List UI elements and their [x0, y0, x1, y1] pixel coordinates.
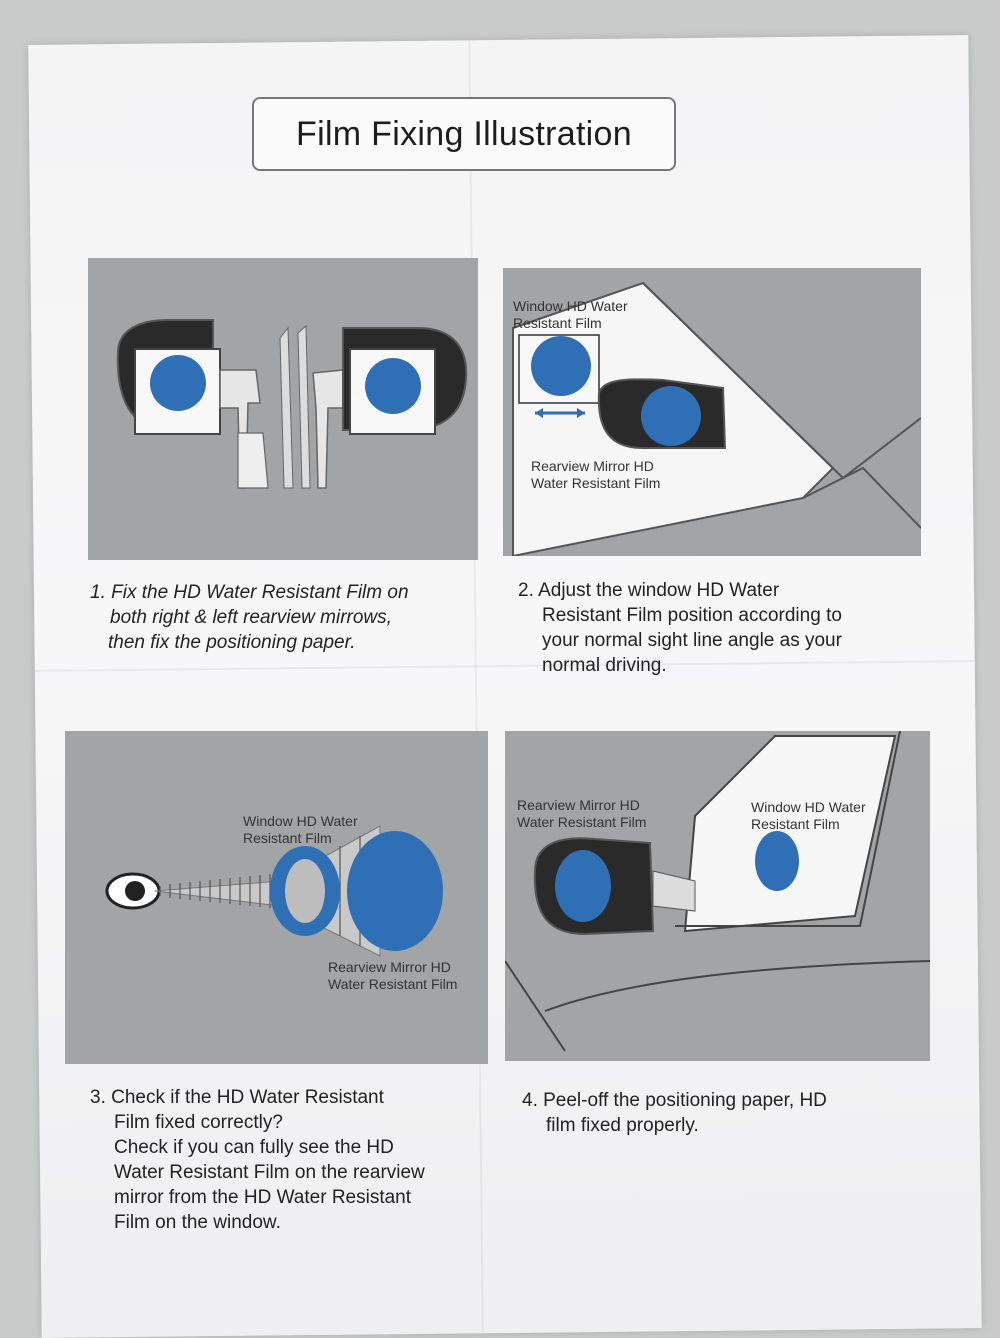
- window-film-label: Window HD Water: [513, 298, 628, 314]
- window-film-label: Resistant Film: [513, 315, 602, 331]
- title-box: Film Fixing Illustration: [252, 97, 676, 171]
- page-title: Film Fixing Illustration: [296, 114, 632, 153]
- illustration-step-3: Window HD Water Resistant Film Rearview …: [65, 731, 488, 1064]
- step-4-text: 4. Peel-off the positioning paper, HD fi…: [522, 1090, 827, 1136]
- car-window: [683, 735, 897, 933]
- sight-line-illustration: [105, 825, 443, 957]
- illustration-step-4: Rearview Mirror HD Water Resistant Film …: [505, 731, 930, 1061]
- illustration-step-1: [88, 258, 478, 560]
- final-result-illustration: [505, 731, 930, 1061]
- illustration-step-2: Window HD Water Resistant Film Rearview …: [503, 268, 921, 556]
- mirrors-illustration: [116, 319, 468, 489]
- mirror-film-circle: [347, 831, 443, 951]
- step-1-text: 1. Fix the HD Water Resistant Film on bo…: [90, 582, 409, 653]
- step-3-text: 3. Check if the HD Water Resistant Film …: [90, 1087, 425, 1233]
- fold-line: [468, 40, 484, 1334]
- mirror-film-label: Water Resistant Film: [531, 475, 661, 491]
- window-adjust-illustration: [503, 268, 921, 556]
- step-2-text: 2. Adjust the window HD Water Resistant …: [518, 580, 842, 676]
- mirror-film-label: Rearview Mirror HD: [531, 458, 654, 474]
- film-circle: [150, 355, 206, 411]
